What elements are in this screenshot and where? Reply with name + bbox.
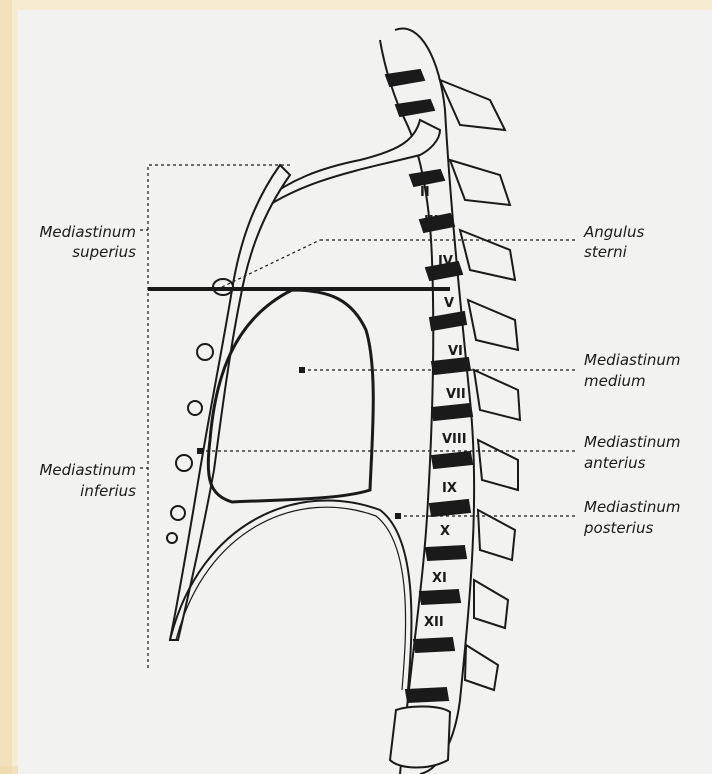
spinous-process <box>478 440 518 490</box>
marker-anterius <box>197 448 203 454</box>
intervertebral-disc <box>426 546 466 560</box>
intervertebral-disc <box>432 404 472 420</box>
vertebra-label-11: XI <box>432 571 447 586</box>
vertebra-label-3: III <box>424 214 439 229</box>
vertebra-label-7: VII <box>446 387 466 402</box>
costal-cartilage <box>167 533 177 543</box>
label-line: Mediastinum <box>584 433 681 451</box>
label-line: inferius <box>80 482 136 500</box>
intervertebral-disc <box>396 100 434 116</box>
intervertebral-disc <box>432 358 470 374</box>
marker-medium <box>299 367 305 373</box>
label-mediastinum-superius: Mediastinum superius <box>39 223 136 261</box>
spinous-process <box>465 645 498 690</box>
label-mediastinum-posterius: Mediastinum posterius <box>583 498 681 537</box>
spinous-process <box>450 160 510 205</box>
spinous-process <box>440 80 505 130</box>
costal-cartilage <box>171 506 185 520</box>
costal-cartilage <box>188 401 202 415</box>
intervertebral-disc <box>386 70 424 86</box>
costal-cartilage <box>176 455 192 471</box>
vertebral-body <box>390 706 450 767</box>
vertebra-label-10: X <box>440 524 450 539</box>
vertebra-label-4: IV <box>438 254 453 269</box>
label-line: medium <box>584 372 646 390</box>
label-line: anterius <box>584 454 646 472</box>
sternum <box>167 165 290 640</box>
intervertebral-disc <box>430 500 470 516</box>
label-line: posterius <box>583 519 653 537</box>
label-line: Angulus <box>583 223 644 241</box>
label-line: Mediastinum <box>39 461 136 479</box>
spinous-process <box>460 230 515 280</box>
spinous-process <box>468 300 518 350</box>
intervertebral-disc <box>420 590 460 604</box>
vertebra-label-6: VI <box>448 344 463 359</box>
spinous-process <box>474 370 520 420</box>
label-mediastinum-medium: Mediastinum medium <box>584 351 681 390</box>
vertebra-label-2: II <box>420 185 430 200</box>
vertebra-label-9: IX <box>442 481 457 496</box>
label-line: sterni <box>584 243 628 261</box>
vertebra-label-8: VIII <box>442 432 467 447</box>
intervertebral-disc <box>406 688 448 702</box>
costal-cartilage <box>197 344 213 360</box>
label-line: superius <box>72 243 136 261</box>
diaphragm-outer <box>170 500 411 690</box>
vertebra-label-5: V <box>444 296 454 311</box>
intervertebral-disc <box>410 170 444 186</box>
intervertebral-disc <box>414 638 454 652</box>
label-line: Mediastinum <box>39 223 136 241</box>
label-line: Mediastinum <box>584 351 681 369</box>
diaphragm-inner <box>176 507 406 690</box>
label-mediastinum-inferius: Mediastinum inferius <box>39 461 136 500</box>
intervertebral-disc <box>432 452 472 468</box>
vertebra-label-12: XII <box>424 615 444 630</box>
spinous-process <box>474 580 508 628</box>
label-angulus-sterni: Angulus sterni <box>583 223 644 261</box>
spinous-process <box>478 510 515 560</box>
intervertebral-disc <box>430 312 466 330</box>
marker-posterius <box>395 513 401 519</box>
label-mediastinum-anterius: Mediastinum anterius <box>584 433 681 472</box>
sternum-body <box>170 165 290 640</box>
label-line: Mediastinum <box>584 498 681 516</box>
